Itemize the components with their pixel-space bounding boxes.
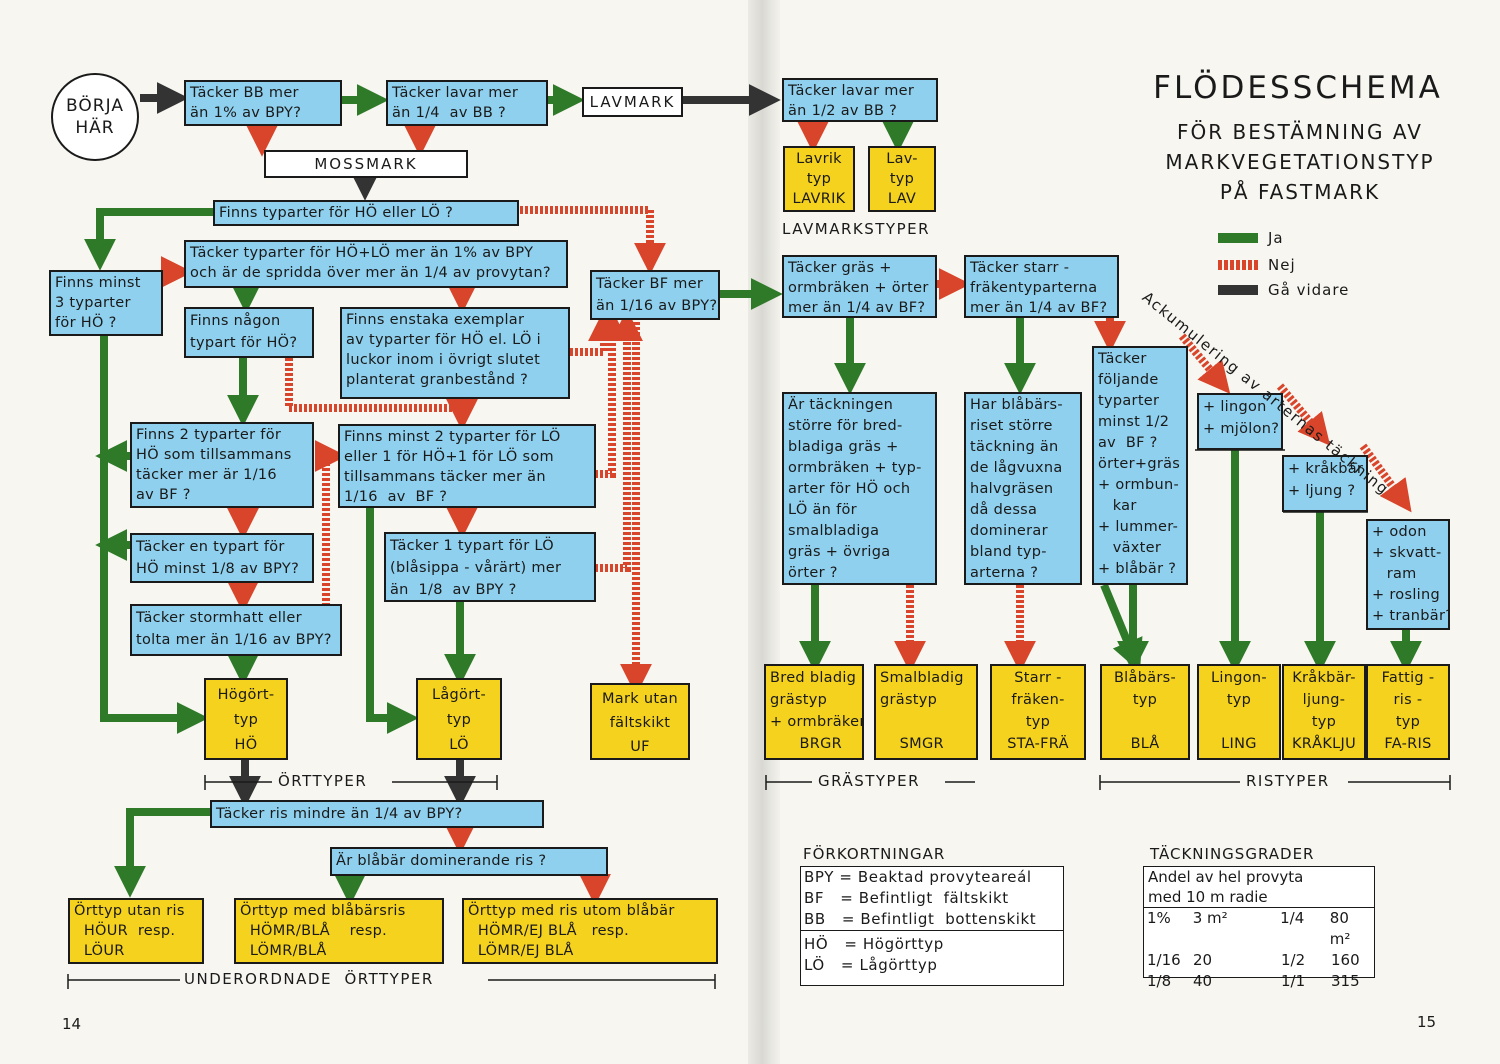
result-bredbladig: Bred bladig grästyp + ormbräken BRGR — [764, 664, 864, 760]
diagram-subtitle: FÖR BESTÄMNING AV MARKVEGETATIONSTYP PÅ … — [1165, 120, 1435, 204]
result-starr-fraken: Starr - fräken- typ STA-FRÄ — [990, 664, 1086, 760]
result-blabar: Blåbärs- typ BLÅ — [1100, 664, 1190, 760]
q-stormhatt: Täcker stormhatt eller tolta mer än 1/16… — [130, 604, 342, 656]
result-hogorttyp: Högört- typ HÖ — [204, 678, 288, 760]
q-foljande-typarter: Täcker följande typarter minst 1/2 av BF… — [1092, 346, 1188, 585]
tackningsgrader-title: TÄCKNINGSGRADER — [1150, 845, 1315, 863]
legend-ja: Ja — [1218, 229, 1284, 247]
start-circle: BÖRJA HÄR — [51, 73, 139, 161]
q-lavar-quarter: Täcker lavar mer än 1/4 av BB ? — [386, 80, 548, 126]
q-ris-mindre: Täcker ris mindre än 1/4 av BPY? — [210, 800, 544, 828]
result-fattigris: Fattig - ris - typ FA-RIS — [1366, 664, 1450, 760]
q-nagon-typart: Finns någon typart för HÖ? — [184, 307, 314, 358]
q-minst-3-typarter: Finns minst 3 typarter för HÖ ? — [49, 270, 163, 336]
tack-header: Andel av hel provyta med 10 m radie — [1144, 867, 1374, 908]
legend-nej: Nej — [1218, 256, 1296, 274]
label-underordnade-orttyper: UNDERORDNADE ÖRTTYPER — [184, 970, 434, 988]
q-tacker-typarter: Täcker typarter för HÖ+LÖ mer än 1% av B… — [184, 240, 568, 288]
book-gutter — [748, 0, 780, 1064]
result-orttyp-utan-ris: Örttyp utan ris HÖUR resp. LÖUR — [68, 898, 204, 964]
q-2-typarter-lo: Finns minst 2 typarter för LÖ eller 1 fö… — [338, 424, 596, 508]
q-lingon-mjolon: + lingon + mjölon? — [1197, 393, 1283, 450]
q-finns-typarter: Finns typarter för HÖ eller LÖ ? — [213, 200, 519, 226]
q-enstaka-exemplar: Finns enstaka exemplar av typarter för H… — [340, 307, 570, 399]
abbr-row: LÖ = Lågörttyp — [804, 956, 938, 974]
abbr-row: BB = Befintligt bottenskikt — [801, 909, 1063, 931]
q-en-typart-ho: Täcker en typart för HÖ minst 1/8 av BPY… — [130, 533, 314, 583]
result-lagorttyp: Lågört- typ LÖ — [416, 678, 502, 760]
diagram-title: FLÖDESSCHEMA — [1153, 70, 1443, 106]
label-orttyper: ÖRTTYPER — [278, 772, 368, 790]
page-number-right: 15 — [1417, 1013, 1437, 1031]
label-ristyper: RISTYPER — [1246, 772, 1330, 790]
tackningsgrader-table: Andel av hel provyta med 10 m radie 1%3 … — [1143, 866, 1375, 990]
q-krakbar-ljung: + kråkbär + ljung ? — [1282, 455, 1368, 512]
legend-black-arrow-icon — [1218, 285, 1258, 295]
q-bf-1-16: Täcker BF mer än 1/16 av BPY? — [590, 270, 720, 320]
legend-ga-vidare: Gå vidare — [1218, 281, 1349, 299]
abbr-row: BF = Befintligt fältskikt — [804, 889, 1009, 907]
result-orttyp-ris-utom-blabar: Örttyp med ris utom blåbär HÖMR/EJ BLÅ r… — [462, 898, 718, 964]
q-lavar-half: Täcker lavar mer än 1/2 av BB ? — [782, 78, 938, 122]
legend-red-arrow-icon — [1218, 260, 1258, 270]
legend-green-arrow-icon — [1218, 233, 1258, 243]
q-odon-skvattram: + odon + skvatt- ram + rosling + tranbär… — [1366, 519, 1450, 630]
result-krakbar-ljung: Kråkbär- ljung- typ KRÅKLJU — [1282, 664, 1366, 760]
q-tackning-bredbladiga: Är täckningen större för bred- bladiga g… — [782, 392, 937, 585]
q-blabar-dominerande: Är blåbär dominerande ris ? — [330, 847, 608, 876]
q-starr-fraken: Täcker starr - fräkentyparterna mer än 1… — [964, 255, 1119, 318]
label-lavmarkstyper: LAVMARKSTYPER — [782, 220, 931, 238]
q-1-typart-lo: Täcker 1 typart för LÖ (blåsippa - vårär… — [384, 532, 596, 602]
result-smalbladig: Smalbladig grästyp SMGR — [874, 664, 978, 760]
page-number-left: 14 — [62, 1015, 82, 1033]
q-2-typarter-ho: Finns 2 typarter för HÖ som tillsammans … — [130, 422, 314, 508]
abbr-row: HÖ = Högörttyp — [804, 935, 944, 953]
result-lavrik: Lavrik typ LAVRIK — [783, 146, 855, 212]
lavmark-box: LAVMARK — [582, 87, 683, 117]
abbr-row: BPY = Beaktad provyteareál — [804, 868, 1032, 886]
abbr-title: FÖRKORTNINGAR — [803, 845, 946, 863]
q-bb-1pct: Täcker BB mer än 1% av BPY? — [184, 80, 342, 126]
q-gras-ormbraken: Täcker gräs + ormbräken + örter mer än 1… — [782, 255, 937, 318]
q-blabarsriset: Har blåbärs- riset större täckning än de… — [964, 392, 1082, 585]
result-lingon: Lingon- typ LING — [1197, 664, 1281, 760]
result-lav: Lav- typ LAV — [868, 146, 936, 212]
abbreviations-table: BPY = Beaktad provyteareál BF = Befintli… — [800, 866, 1064, 986]
result-mark-utan-faltskikt: Mark utan fältskikt UF — [590, 683, 690, 760]
mossmark-box: MOSSMARK — [264, 150, 468, 178]
result-orttyp-blabarsris: Örttyp med blåbärsris HÖMR/BLÅ resp. LÖM… — [234, 898, 444, 964]
label-grastyper: GRÄSTYPER — [818, 772, 920, 790]
